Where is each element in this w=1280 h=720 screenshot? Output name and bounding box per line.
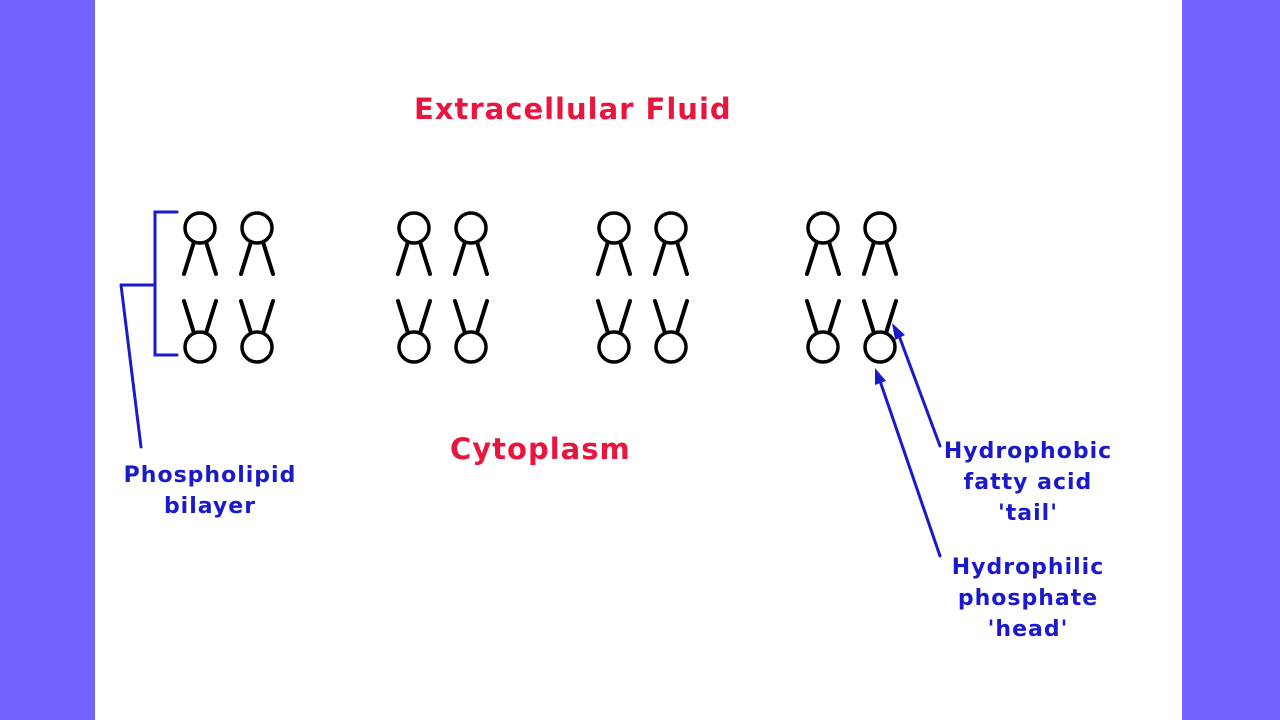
fatty-acid-tail (184, 242, 194, 274)
bilayer-leader-line (121, 285, 155, 447)
phospholipid-inner (241, 301, 273, 362)
fatty-acid-tail (241, 301, 251, 333)
fatty-acid-tail (263, 242, 273, 274)
head-label-line-3: 'head' (940, 614, 1116, 645)
fatty-acid-tail (598, 301, 608, 333)
bilayer-label-line-2: bilayer (120, 491, 300, 522)
tail-label-line-2: fatty acid (940, 467, 1116, 498)
phospholipid-inner (807, 301, 839, 362)
phosphate-head (242, 213, 272, 243)
fatty-acid-tail (886, 242, 896, 274)
fatty-acid-tail (420, 301, 430, 333)
extracellular-fluid-label: Extracellular Fluid (414, 92, 732, 126)
phosphate-head (399, 213, 429, 243)
phosphate-head (456, 213, 486, 243)
fatty-acid-tail (620, 242, 630, 274)
phospholipid-outer (655, 213, 687, 274)
head-arrowhead (875, 368, 886, 385)
phospholipid-inner (598, 301, 630, 362)
fatty-acid-tail (677, 301, 687, 333)
fatty-acid-tail (864, 242, 874, 274)
fatty-acid-tail (807, 301, 817, 333)
phosphate-head (808, 332, 838, 362)
fatty-acid-tail (655, 242, 665, 274)
fatty-acid-tail (655, 301, 665, 333)
fatty-acid-tail (455, 301, 465, 333)
phospholipid-outer (864, 213, 896, 274)
phosphate-head (599, 213, 629, 243)
phosphate-head (656, 213, 686, 243)
fatty-acid-tail (241, 242, 251, 274)
phospholipid-inner (655, 301, 687, 362)
fatty-acid-tail (263, 301, 273, 333)
fatty-acid-tail (398, 242, 408, 274)
phosphate-head (656, 332, 686, 362)
fatty-acid-tail (184, 301, 194, 333)
fatty-acid-tail (206, 242, 216, 274)
phosphate-head (185, 213, 215, 243)
phosphate-head (185, 332, 215, 362)
cytoplasm-label: Cytoplasm (450, 432, 631, 466)
fatty-acid-tail (477, 242, 487, 274)
phosphate-head (865, 213, 895, 243)
tail-label-line-3: 'tail' (940, 498, 1116, 529)
fatty-acid-tail (864, 301, 874, 333)
phospholipid-outer (184, 213, 216, 274)
phosphate-head (242, 332, 272, 362)
phospholipid-inner (398, 301, 430, 362)
phospholipid-outer (598, 213, 630, 274)
fatty-acid-tail (420, 242, 430, 274)
fatty-acid-tail (477, 301, 487, 333)
fatty-acid-tail (829, 301, 839, 333)
phospholipid-outer (241, 213, 273, 274)
phospholipid-outer (455, 213, 487, 274)
phospholipid-outer (398, 213, 430, 274)
phospholipid-inner (864, 301, 896, 362)
fatty-acid-tail (398, 301, 408, 333)
fatty-acid-tail (598, 242, 608, 274)
phosphate-head (456, 332, 486, 362)
hydrophobic-tail-label: Hydrophobic fatty acid 'tail' (940, 436, 1116, 529)
bilayer-label-line-1: Phospholipid (120, 460, 300, 491)
bilayer-bracket (155, 212, 177, 355)
phosphate-head (865, 332, 895, 362)
phosphate-head (399, 332, 429, 362)
head-label-line-1: Hydrophilic (940, 552, 1116, 583)
fatty-acid-tail (620, 301, 630, 333)
fatty-acid-tail (829, 242, 839, 274)
hydrophilic-head-label: Hydrophilic phosphate 'head' (940, 552, 1116, 645)
tail-label-line-1: Hydrophobic (940, 436, 1116, 467)
phospholipid-inner (184, 301, 216, 362)
phospholipid-bilayer-label: Phospholipid bilayer (120, 460, 300, 522)
phospholipid-molecules (184, 213, 896, 362)
phosphate-head (808, 213, 838, 243)
fatty-acid-tail (807, 242, 817, 274)
fatty-acid-tail (206, 301, 216, 333)
tail-arrowhead (892, 323, 905, 340)
phospholipid-outer (807, 213, 839, 274)
tail-arrow-line (898, 333, 940, 446)
phosphate-head (599, 332, 629, 362)
fatty-acid-tail (455, 242, 465, 274)
head-label-line-2: phosphate (940, 583, 1116, 614)
head-arrow-line (879, 378, 940, 556)
phospholipid-inner (455, 301, 487, 362)
fatty-acid-tail (677, 242, 687, 274)
